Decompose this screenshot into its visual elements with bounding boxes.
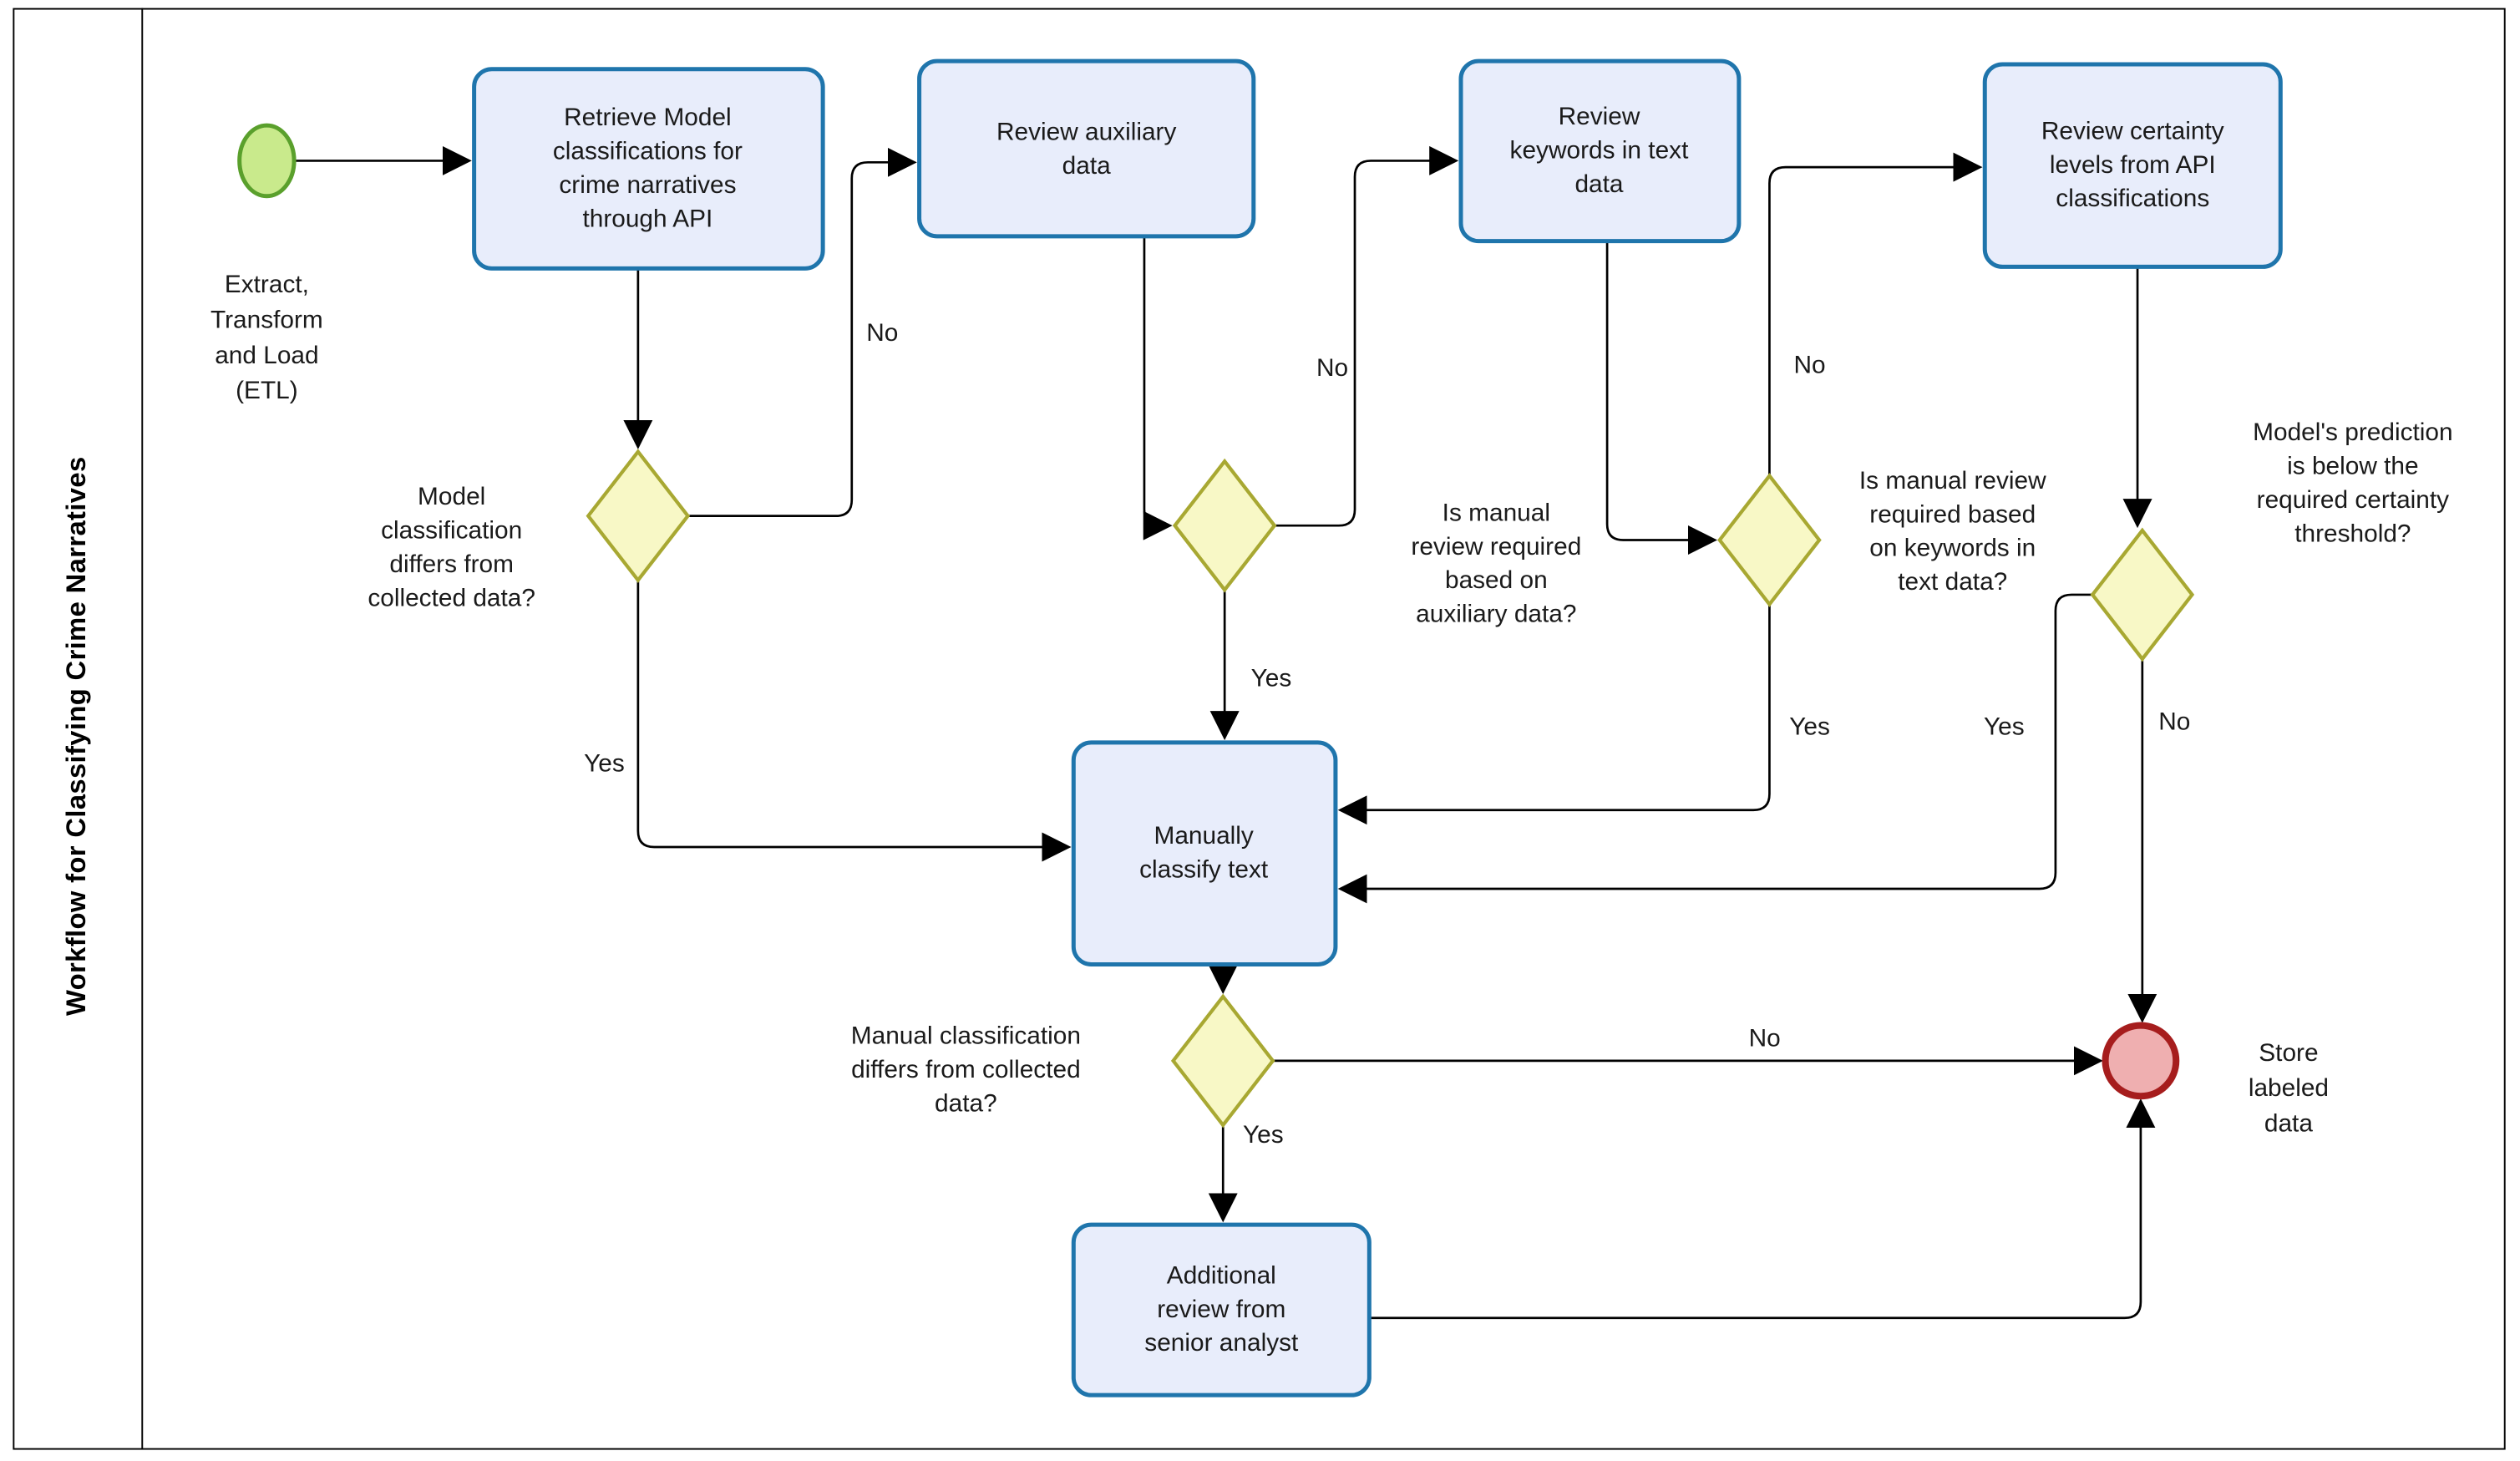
gateway-manual-review-keywords <box>1717 473 1822 607</box>
edge-label-gateway5-yes: Yes <box>1243 1122 1284 1149</box>
task-review-certainty-levels <box>1982 62 2283 269</box>
edge-label-gateway5-no: No <box>1748 1025 1781 1053</box>
edge-label-gateway2-yes: Yes <box>1250 665 1292 693</box>
lane-divider <box>141 8 144 1450</box>
task-label-review-auxiliary: Review auxiliary data <box>996 119 1177 180</box>
edge-label-gateway3-no: No <box>1793 352 1826 380</box>
start-event-circle <box>237 123 297 199</box>
task-label-manually-classify: Manually classify text <box>1139 823 1269 885</box>
gateway-prediction-below-threshold <box>2090 527 2195 662</box>
gateway-manual-review-auxiliary <box>1172 458 1277 593</box>
task-retrieve-model-classifications <box>472 67 825 271</box>
gateway4-question: Model's prediction is below the required… <box>2253 419 2453 549</box>
edge-label-gateway1-no: No <box>866 319 899 347</box>
edge-label-gateway1-yes: Yes <box>584 750 625 779</box>
edge-label-gateway3-yes: Yes <box>1789 713 1830 742</box>
gateway-manual-classification-differs <box>1170 993 1275 1129</box>
gateway3-question: Is manual review required based on keywo… <box>1858 467 2046 596</box>
flow-additional-review-to-end <box>1369 1098 2156 1320</box>
flow-gateway3-yes-to-manually-classify <box>1337 604 1771 825</box>
flow-review-auxiliary-to-gateway2 <box>1143 236 1173 540</box>
task-label-review-certainty: Review certainty levels from API classif… <box>2041 118 2224 213</box>
flow-gateway4-yes-to-manually-classify <box>1337 593 2093 904</box>
flow-review-keywords-to-gateway3 <box>1605 241 1717 555</box>
end-event-circle <box>2102 1022 2180 1100</box>
flow-gateway2-no-to-review-keywords <box>1274 145 1459 527</box>
gateway1-question: Model classification differs from collec… <box>368 484 535 613</box>
task-additional-review <box>1071 1222 1372 1398</box>
gateway-model-classification-differs <box>586 449 691 584</box>
edge-label-gateway4-no: No <box>2158 708 2191 737</box>
task-manually-classify-text <box>1071 740 1338 966</box>
flow-gateway3-no-to-review-certainty <box>1768 152 1983 476</box>
edge-label-gateway2-no: No <box>1316 355 1349 383</box>
gateway2-question: Is manual review required based on auxil… <box>1411 500 1582 629</box>
task-label-additional-review: Additional review from senior analyst <box>1144 1262 1299 1357</box>
start-event-label: Extract, Transform and Load (ETL) <box>210 271 323 405</box>
flow-gateway1-yes-to-manually-classify <box>636 580 1072 862</box>
end-event-label: Store labeled data <box>2248 1039 2330 1139</box>
flow-gateway1-no-to-review-auxiliary <box>687 147 917 517</box>
gateway5-question: Manual classification differs from colle… <box>850 1022 1081 1119</box>
edge-label-gateway4-yes: Yes <box>1984 713 2025 742</box>
task-review-keywords <box>1458 58 1742 244</box>
task-label-review-keywords: Review keywords in text data <box>1509 104 1689 199</box>
task-review-auxiliary-data <box>917 58 1256 239</box>
task-label-retrieve: Retrieve Model classifications for crime… <box>552 104 743 233</box>
